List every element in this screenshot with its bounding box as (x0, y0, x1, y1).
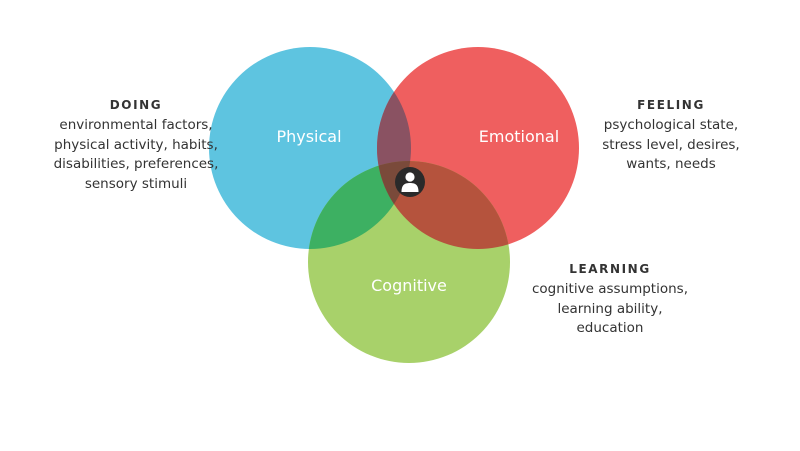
feeling-title: FEELING (637, 98, 705, 112)
feeling-line: stress level, desires, (602, 136, 740, 153)
learning-title: LEARNING (569, 262, 651, 276)
learning-block: LEARNING cognitive assumptions, learning… (518, 262, 702, 339)
physical-label: Physical (276, 127, 341, 146)
feeling-line: psychological state, (603, 117, 739, 133)
feeling-line: wants, needs (626, 156, 716, 172)
learning-line: education (576, 320, 644, 336)
doing-block: DOING environmental factors, physical ac… (42, 98, 230, 194)
doing-line: disabilities, preferences, (53, 156, 219, 172)
doing-line: physical activity, habits, (54, 136, 218, 153)
doing-line: environmental factors, (59, 117, 213, 133)
learning-line: cognitive assumptions, (532, 281, 688, 297)
person-icon (395, 167, 425, 197)
learning-line: learning ability, (557, 300, 663, 317)
physical-cognitive-overlap (308, 161, 411, 249)
doing-line: sensory stimuli (84, 175, 188, 192)
emotional-label: Emotional (479, 127, 559, 146)
feeling-block: FEELING psychological state, stress leve… (586, 98, 756, 175)
cognitive-label: Cognitive (371, 276, 447, 295)
doing-title: DOING (109, 98, 163, 112)
emotional-cognitive-overlap (377, 161, 510, 249)
